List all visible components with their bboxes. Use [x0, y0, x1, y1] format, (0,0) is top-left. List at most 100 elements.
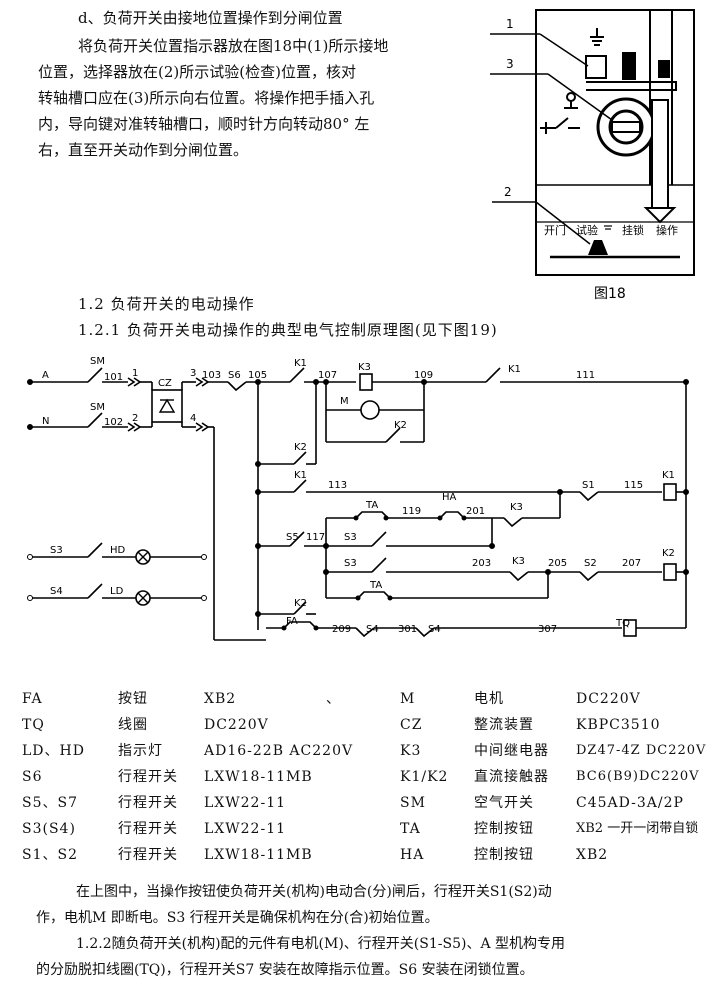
paragraph-line: 1.2.2随负荷开关(机构)配的元件有电机(M)、行程开关(S1-S5)、A 型… [76, 936, 566, 952]
label-S4b: S4 [428, 624, 441, 635]
intro-line: 右，直至开关动作到分闸位置。 [38, 141, 249, 159]
type: 整流装置 [474, 717, 534, 733]
label-n2: 2 [132, 413, 138, 424]
paragraph-line: 作，电机M 即断电。S3 行程开关是确保机构在分(合)初始位置。 [36, 910, 439, 926]
label-n205: 205 [548, 558, 567, 569]
label-SM1: SM [90, 356, 105, 367]
label-TQ: TQ [615, 618, 630, 629]
label-n107: 107 [318, 370, 337, 381]
type: 行程开关 [118, 769, 178, 785]
label-SM2: SM [90, 402, 105, 413]
label-K3b: K3 [510, 502, 523, 513]
selector-label: 挂锁 [622, 223, 644, 237]
label-n113: 113 [328, 480, 347, 491]
label-S4c: S4 [50, 586, 63, 597]
code: TA [400, 821, 421, 837]
label-S3c: S3 [50, 545, 63, 556]
label-TA2: TA [369, 580, 382, 591]
spec: XB2 [204, 691, 237, 707]
callout-number: 2 [504, 185, 512, 199]
label-n103: 103 [202, 370, 221, 381]
label-HD: HD [110, 545, 126, 556]
label-K3a: K3 [358, 362, 371, 373]
label-LD: LD [110, 586, 124, 597]
code: K1/K2 [400, 769, 449, 785]
spec: KBPC3510 [576, 717, 661, 733]
label-n101: 101 [104, 372, 123, 383]
spec: LXW18-11MB [204, 769, 313, 785]
mark: 、 [326, 691, 341, 707]
type: 行程开关 [118, 821, 178, 837]
paragraph-line: 在上图中，当操作按钮使负荷开关(机构)电动合(分)闸后，行程开关S1(S2)动 [76, 884, 552, 900]
spec: XB2 [576, 847, 609, 863]
label-n105: 105 [248, 370, 267, 381]
label-S4a: S4 [366, 624, 379, 635]
label-S1: S1 [582, 480, 595, 491]
shaft-slot-icon [596, 97, 656, 157]
label-n115: 115 [624, 480, 643, 491]
label-K1c: K1 [294, 470, 307, 481]
spec: LXW22-11 [204, 821, 287, 837]
code: FA [22, 691, 43, 707]
type: 空气开关 [474, 795, 534, 811]
step-heading: d、负荷开关由接地位置操作到分闸位置 [78, 9, 343, 27]
position-indicator [585, 55, 607, 79]
intro-line: 转轴槽口应在(3)所示向右位置。将操作把手插入孔 [38, 89, 375, 107]
label-S3a: S3 [344, 532, 357, 543]
subsection-heading: 1.2.1 负荷开关电动操作的典型电气控制原理图(见下图19) [78, 321, 498, 339]
code: LD、HD [22, 743, 85, 759]
label-n3: 3 [190, 368, 196, 379]
spec: DZ47-4Z DC220V [576, 743, 707, 758]
spec: DC220V [204, 717, 269, 733]
code: HA [400, 847, 425, 863]
label-K2c: K2 [294, 598, 307, 609]
type: 行程开关 [118, 847, 178, 863]
spec: LXW22-11 [204, 795, 287, 811]
type: 指示灯 [118, 743, 163, 759]
selector-label: 操作 [656, 223, 678, 237]
spec: AD16-22B AC220V [204, 743, 354, 759]
label-n117: 117 [306, 532, 325, 543]
intro-line: 将负荷开关位置指示器放在图18中(1)所示接地 [78, 37, 389, 55]
code: K3 [400, 743, 422, 759]
type: 电机 [474, 691, 504, 707]
label-S5: S5 [286, 532, 299, 543]
spec: BC6(B9)DC220V [576, 769, 700, 784]
type: 直流接触器 [474, 769, 549, 785]
spec: C45AD-3A/2P [576, 795, 684, 811]
label-n307: 307 [538, 624, 557, 635]
code: TQ [22, 717, 45, 733]
selector-label: 开门 [544, 223, 566, 237]
spec: LXW18-11MB [204, 847, 313, 863]
intro-line: 位置，选择器放在(2)所示试验(检查)位置，核对 [38, 63, 356, 81]
label-S3b: S3 [344, 558, 357, 569]
label-n1: 1 [132, 368, 138, 379]
label-K1coil: K1 [662, 470, 675, 481]
code: SM [400, 795, 426, 811]
selector-knob [588, 240, 608, 255]
figure-caption: 图18 [594, 286, 626, 300]
callout-number: 1 [506, 17, 514, 31]
label-n201: 201 [466, 506, 485, 517]
type: 控制按钮 [474, 821, 534, 837]
label-n119: 119 [402, 506, 421, 517]
label-K2b: K2 [294, 442, 307, 453]
label-FA: FA [286, 616, 298, 627]
label-K2a: K2 [394, 420, 407, 431]
code: S5、S7 [22, 795, 78, 811]
code: CZ [400, 717, 423, 733]
label-K1a: K1 [294, 358, 307, 369]
type: 控制按钮 [474, 847, 534, 863]
label-TA1: TA [365, 500, 378, 511]
label-K2coil: K2 [662, 548, 675, 559]
label-n203: 203 [472, 558, 491, 569]
code: M [400, 691, 416, 707]
intro-line: 内，导向键对准转轴槽口，顺时针方向转动80° 左 [38, 115, 370, 133]
label-n4: 4 [190, 413, 196, 424]
spec: XB2 一开一闭带自锁 [576, 821, 699, 836]
label-n102: 102 [104, 417, 123, 428]
label-CZ: CZ [158, 378, 172, 389]
label-K1b: K1 [508, 364, 521, 375]
label-n301: 301 [398, 624, 417, 635]
callout-number: 3 [506, 57, 514, 71]
